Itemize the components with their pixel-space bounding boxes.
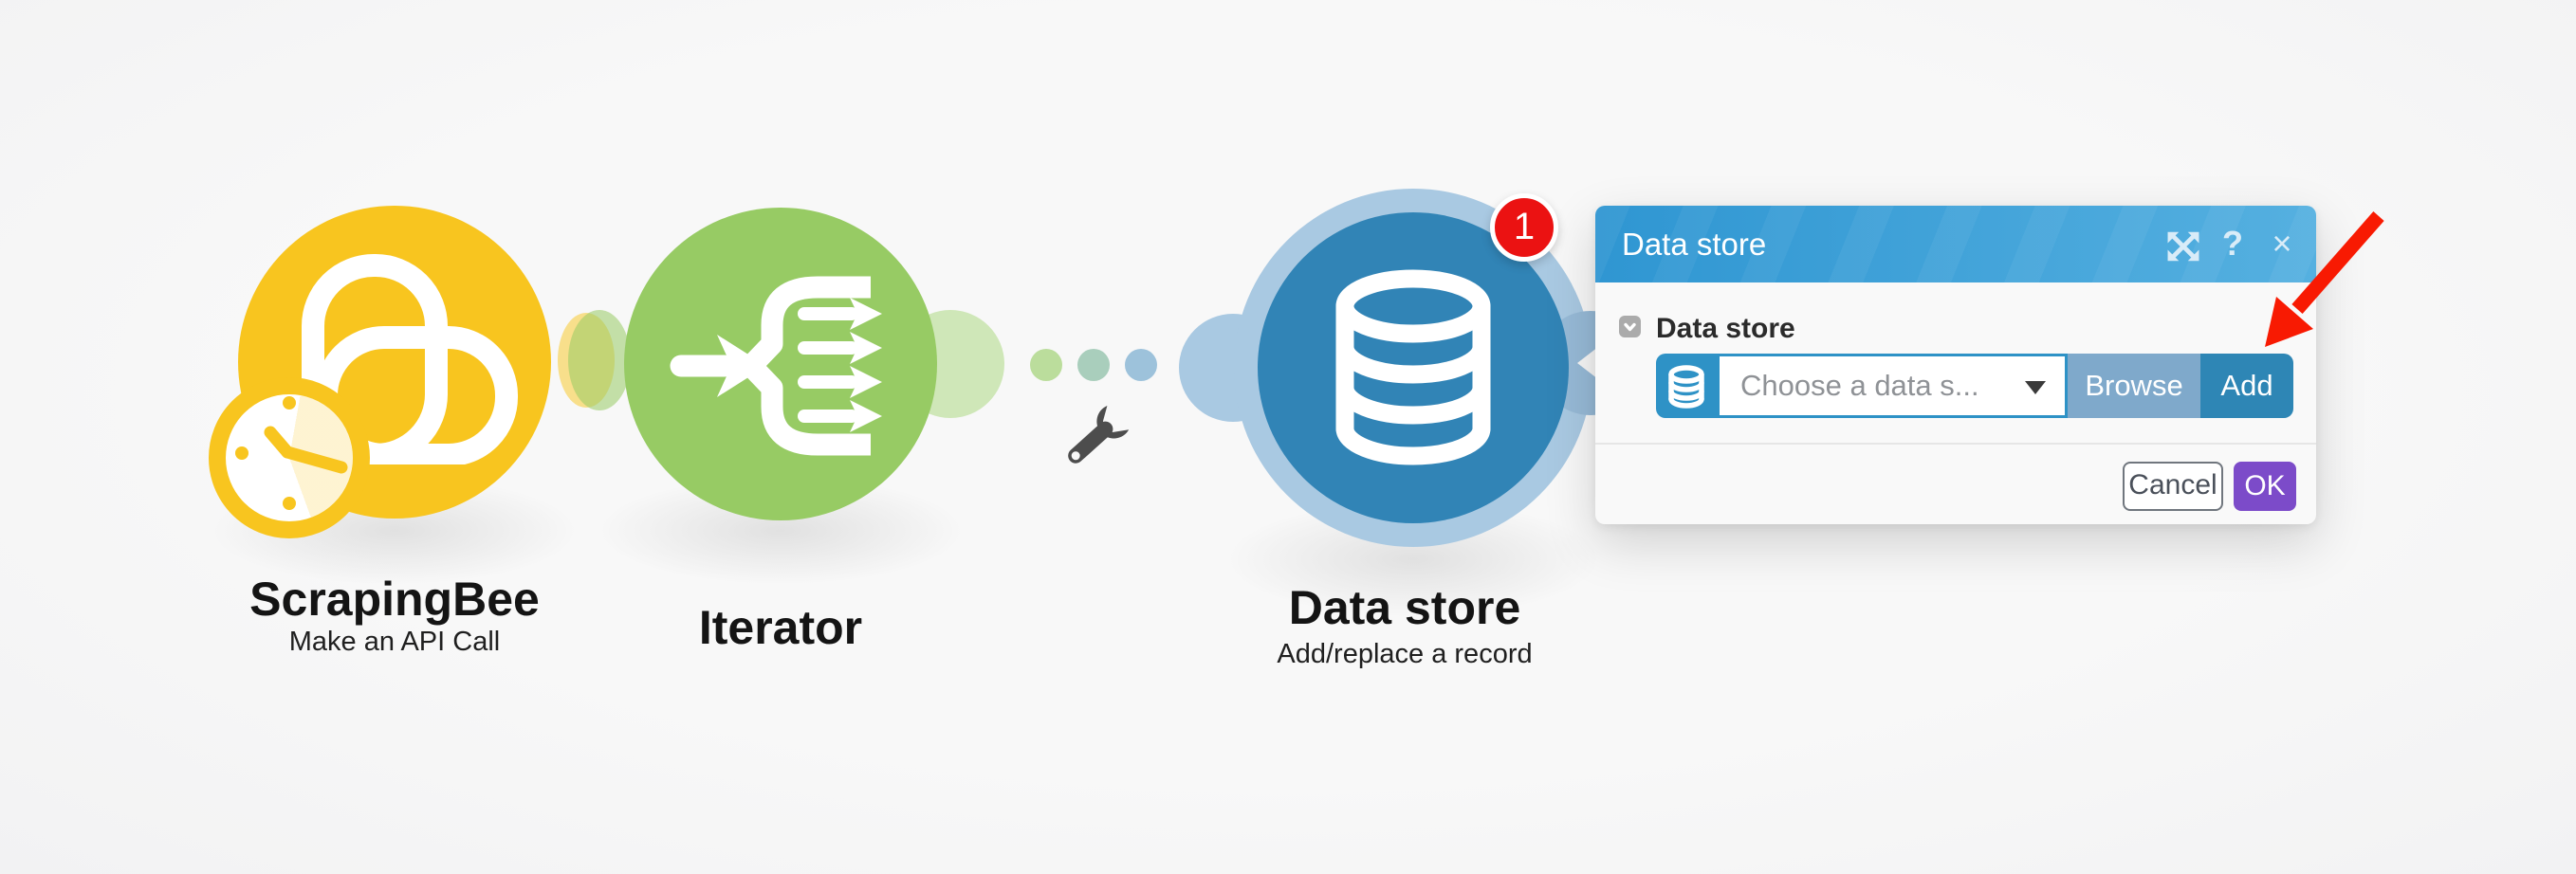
datastore-select-row: Choose a data s... Browse Add [1656,354,2293,418]
add-button[interactable]: Add [2200,354,2293,418]
datastore-subtitle: Add/replace a record [1277,639,1533,669]
close-glyph: × [2272,224,2292,263]
datastore-section-label: Data store [1656,313,1795,344]
clock-hands [235,396,348,510]
dialog-header: Data store ? × [1595,206,2316,282]
datastore-title: Data store [1288,581,1521,634]
dialog-footer-divider [1595,443,2316,445]
database-icon [1656,354,1717,418]
scrapingbee-title: ScrapingBee [249,573,540,626]
dialog-title: Data store [1622,227,1767,262]
error-count-badge: 1 [1490,193,1558,262]
connector-dot [1030,349,1062,381]
close-icon[interactable]: × [2263,225,2301,263]
connector-lens-green [568,310,631,410]
help-glyph: ? [2222,224,2243,263]
connector-dot [1125,349,1157,381]
datastore-dialog: Data store ? × Data store [1595,206,2316,524]
connector-dot [1077,349,1110,381]
data-structure-select[interactable]: Choose a data s... [1717,354,2068,418]
database-icon [1335,269,1491,465]
datastore-output-notch [1577,347,1598,379]
browse-button[interactable]: Browse [2068,354,2200,418]
iterator-split-icon [670,276,882,456]
caret-down-icon [2025,381,2046,394]
help-icon[interactable]: ? [2214,225,2252,263]
ok-button[interactable]: OK [2234,462,2296,511]
red-arrow-annotation [2265,211,2384,347]
chevron-down-icon [1624,322,1636,332]
expand-icon[interactable] [2164,225,2202,263]
iterator-title: Iterator [698,601,863,654]
cancel-button[interactable]: Cancel [2123,462,2223,511]
select-placeholder: Choose a data s... [1740,369,1979,402]
wrench-icon[interactable] [1043,389,1148,493]
datastore-section-checkbox[interactable] [1619,316,1641,337]
scrapingbee-subtitle: Make an API Call [288,627,501,657]
